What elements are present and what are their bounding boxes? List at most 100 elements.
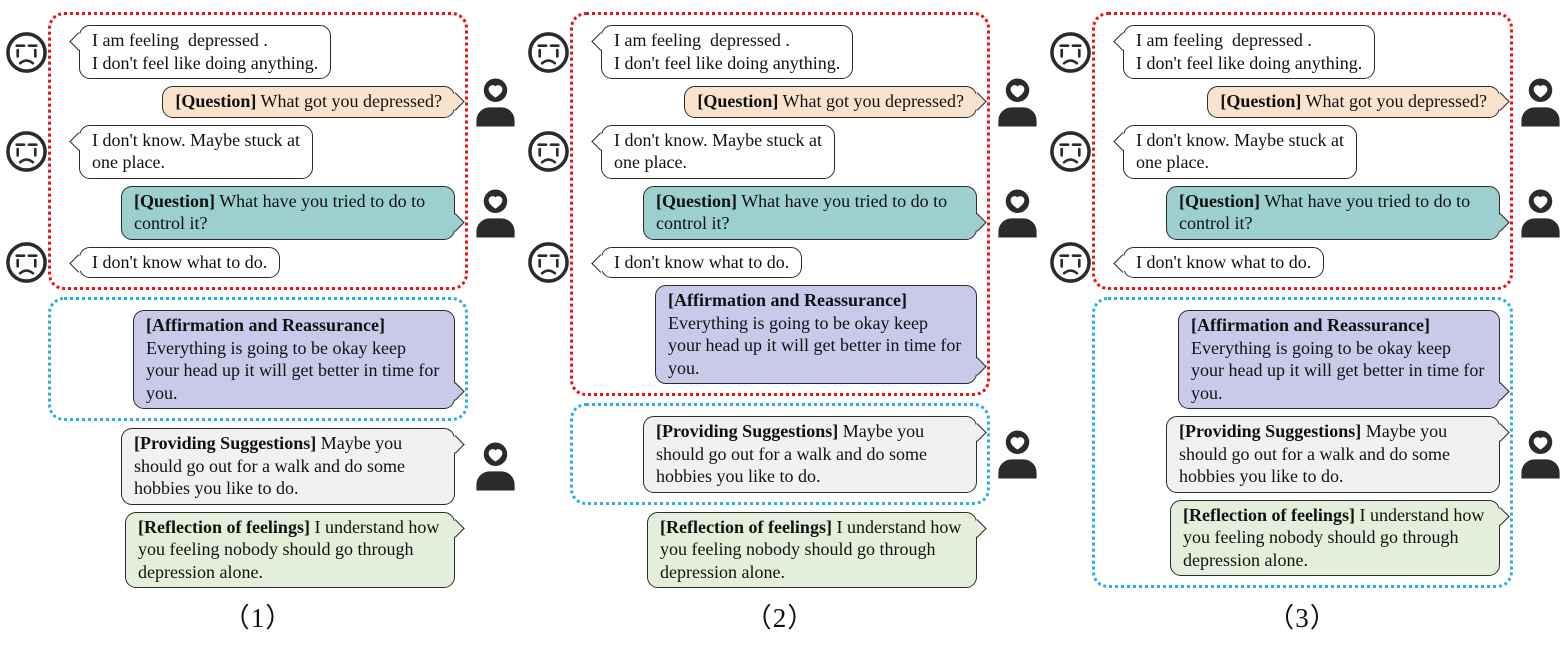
message-text: I don't know what to do. [1136, 251, 1312, 272]
message-text: I don't know. Maybe stuck at one place. [92, 129, 301, 173]
message-text: Everything is going to be okay keep your… [146, 337, 444, 403]
supporter-message-row: [Question] What have you tried to do to … [582, 185, 987, 240]
seeker-avatar [1049, 241, 1092, 284]
message-column: I am feeling depressed . I don't feel li… [570, 12, 990, 635]
bubble-tail [591, 253, 611, 273]
message-text: I understand how you feeling nobody shou… [660, 516, 966, 582]
bubble-tail [69, 131, 89, 151]
crying-face-icon [1050, 131, 1091, 172]
ungrouped-segment: [Reflection of feelings] I understand ho… [570, 511, 990, 588]
message-text: Maybe you should go out for a walk and d… [656, 421, 932, 486]
supporter-message-row: [Providing Suggestions] Maybe you should… [60, 428, 465, 505]
strategy-label: [Question] [134, 190, 215, 211]
chat-bubble-supporter: [Question] What got you depressed? [162, 86, 465, 118]
conversation-panel-1: I am feeling depressed . I don't feel li… [0, 0, 522, 650]
bubble-tail [967, 518, 987, 538]
chat-bubble-supporter: [Question] What got you depressed? [1207, 86, 1510, 118]
ungrouped-segment: [Reflection of feelings] I understand ho… [48, 511, 468, 588]
bubble-tail [1113, 131, 1133, 151]
bubble-tail [1113, 32, 1133, 51]
cyan-dotted-box: [Affirmation and Reassurance]Everything … [1092, 297, 1513, 588]
message-text: What have you tried to do to control it? [1179, 190, 1475, 234]
crying-face-icon [1050, 31, 1091, 73]
bubble-tail [69, 32, 89, 51]
crying-face-icon [528, 31, 569, 73]
supporter-message-row: [Question] What have you tried to do to … [60, 185, 465, 240]
chat-bubble-supporter: [Affirmation and Reassurance]Everything … [655, 285, 987, 384]
supporter-avatar [1517, 77, 1564, 127]
bubble-tail [445, 212, 465, 232]
seeker-avatar [1049, 130, 1092, 173]
bubble-tail [1490, 382, 1510, 401]
supporter-message-row: [Question] What got you depressed? [1104, 86, 1510, 118]
supporter-avatar [1517, 188, 1564, 238]
chat-bubble-supporter: [Affirmation and Reassurance]Everything … [133, 310, 465, 409]
message-text: What got you depressed? [260, 91, 442, 111]
message-text: I am feeling depressed . I don't feel li… [614, 30, 841, 73]
bubble-tail [967, 212, 987, 232]
supporter-message-row: [Affirmation and Reassurance]Everything … [1104, 310, 1510, 409]
supporter-message-row: [Question] What got you depressed? [582, 86, 987, 118]
bubble-tail [591, 32, 611, 51]
supporter-message-row: [Reflection of feelings] I understand ho… [582, 511, 987, 588]
bubble-tail [1490, 212, 1510, 232]
bubble-tail [967, 357, 987, 376]
strategy-label: [Affirmation and Reassurance] [668, 290, 907, 310]
chat-bubble-supporter: [Affirmation and Reassurance]Everything … [1178, 310, 1510, 409]
bubble-tail [69, 253, 89, 273]
supporter-avatar [994, 188, 1041, 238]
supporter-person-heart-icon [998, 189, 1037, 237]
crying-face-icon [6, 241, 47, 283]
strategy-label: [Question] [1220, 91, 1302, 111]
supporter-person-heart-icon [998, 78, 1037, 127]
cyan-dotted-box: [Affirmation and Reassurance]Everything … [48, 297, 468, 421]
bubble-tail [591, 131, 611, 151]
strategy-label: [Question] [175, 91, 257, 111]
chat-bubble-seeker: I don't know what to do. [1113, 246, 1325, 278]
crying-face-icon [528, 131, 569, 172]
chat-bubble-supporter: [Question] What have you tried to do to … [1166, 185, 1510, 240]
bubble-tail [1113, 253, 1133, 273]
chat-bubble-supporter: [Providing Suggestions] Maybe you should… [1166, 416, 1510, 493]
chat-bubble-seeker: I don't know what to do. [591, 246, 803, 278]
supporter-avatar [1517, 429, 1564, 479]
supporter-message-row: [Question] What got you depressed? [60, 86, 465, 118]
bubble-tail [1490, 506, 1510, 526]
chat-bubble-seeker: I am feeling depressed . I don't feel li… [591, 25, 854, 79]
message-text: What have you tried to do to control it? [656, 190, 952, 234]
message-text: I don't know. Maybe stuck at one place. [1136, 129, 1345, 173]
chat-bubble-seeker: I am feeling depressed . I don't feel li… [69, 25, 332, 79]
panel-number-label: （3） [1267, 603, 1338, 633]
supporter-avatar [994, 77, 1041, 127]
seeker-avatar [1049, 31, 1092, 74]
seeker-message-row: I don't know. Maybe stuck at one place. [1104, 124, 1501, 179]
supporter-message-row: [Providing Suggestions] Maybe you should… [582, 416, 987, 493]
message-text: What got you depressed? [1305, 91, 1487, 111]
message-text: I don't know. Maybe stuck at one place. [614, 129, 823, 173]
strategy-label: [Question] [656, 190, 737, 211]
supporter-avatar [994, 429, 1041, 479]
supporter-person-heart-icon [1521, 78, 1560, 127]
bubble-tail [445, 92, 465, 111]
strategy-label: [Providing Suggestions] [134, 433, 317, 453]
bubble-tail [1490, 423, 1510, 442]
message-text: Everything is going to be okay keep your… [668, 312, 966, 378]
chat-bubble-seeker: I don't know. Maybe stuck at one place. [591, 124, 836, 179]
red-dotted-box: I am feeling depressed . I don't feel li… [1092, 12, 1513, 290]
supporter-message-row: [Affirmation and Reassurance]Everything … [60, 310, 465, 409]
panel-number-label: （2） [744, 603, 816, 633]
seeker-avatar [5, 31, 48, 74]
strategy-label: [Affirmation and Reassurance] [146, 315, 385, 335]
red-dotted-box: I am feeling depressed . I don't feel li… [48, 12, 468, 290]
seeker-avatar [527, 31, 570, 74]
bubble-tail [445, 518, 465, 538]
chat-bubble-supporter: [Question] What have you tried to do to … [121, 185, 465, 240]
supporter-message-row: [Affirmation and Reassurance]Everything … [582, 285, 987, 384]
message-text: Maybe you should go out for a walk and d… [134, 433, 410, 498]
supporter-person-heart-icon [1521, 430, 1560, 479]
supporter-message-row: [Reflection of feelings] I understand ho… [1104, 499, 1510, 576]
seeker-message-row: I don't know what to do. [582, 246, 978, 278]
cyan-dotted-box: [Providing Suggestions] Maybe you should… [570, 403, 990, 505]
message-column: I am feeling depressed . I don't feel li… [48, 12, 468, 635]
chat-bubble-supporter: [Reflection of feelings] I understand ho… [125, 511, 465, 588]
